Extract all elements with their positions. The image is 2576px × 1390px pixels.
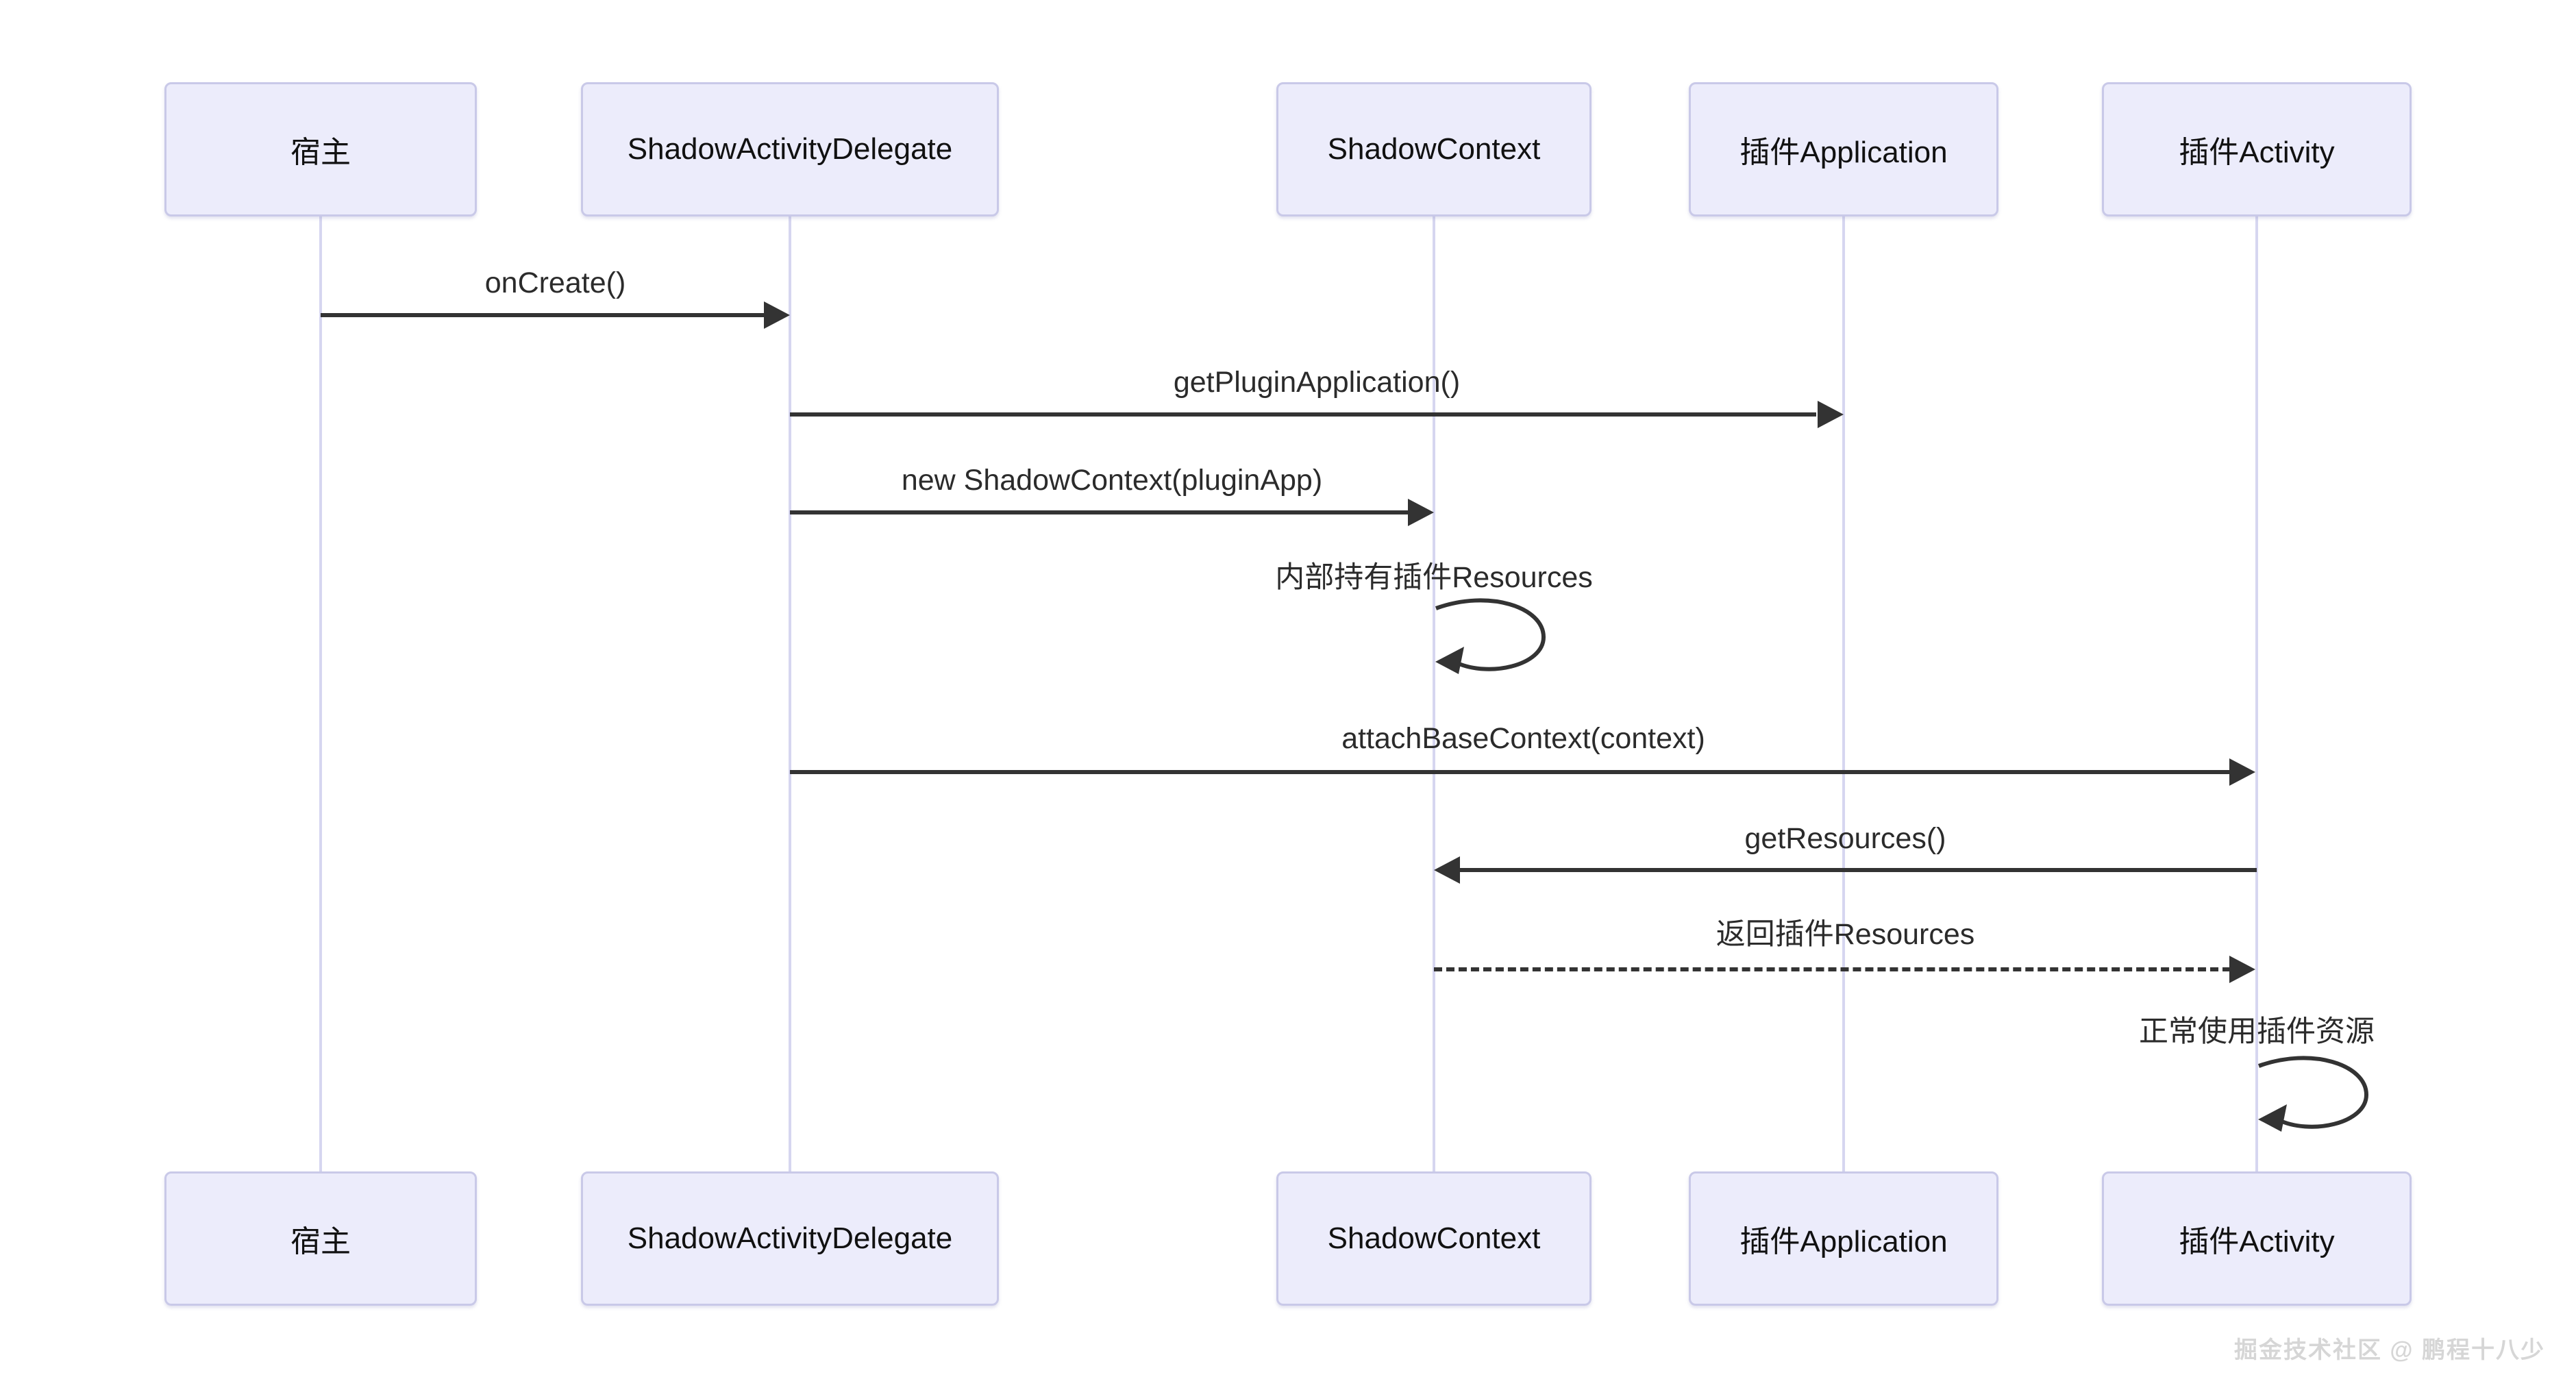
actor-label: 宿主	[290, 136, 351, 169]
self-loop-arrow-icon	[1435, 598, 1546, 674]
message-label-attach-base-context: attachBaseContext(context)	[1341, 722, 1705, 755]
message-label-return-plugin-resources: 返回插件Resources	[1716, 918, 1975, 951]
arrowhead-left-icon	[1434, 856, 1460, 884]
lifeline-host	[319, 216, 322, 1171]
message-label-oncreate: onCreate()	[484, 266, 626, 299]
actor-box-plugin-activity-top: 插件Activity	[2102, 82, 2412, 216]
message-arrow-return-plugin-resources	[1434, 967, 2231, 971]
actor-box-delegate-bottom: ShadowActivityDelegate	[581, 1171, 999, 1306]
actor-box-host-top: 宿主	[164, 82, 477, 216]
message-arrow-get-plugin-application	[790, 412, 1816, 417]
actor-label: 插件Application	[1739, 1225, 1948, 1258]
lifeline-plugin-application	[1842, 216, 1845, 1171]
actor-box-host-bottom: 宿主	[164, 1171, 477, 1306]
lifeline-plugin-activity	[2255, 216, 2258, 1171]
actor-label: 插件Activity	[2179, 136, 2335, 169]
actor-label: 插件Application	[1739, 136, 1948, 169]
message-label-get-plugin-application: getPluginApplication()	[1173, 366, 1461, 399]
message-label-get-resources: getResources()	[1744, 822, 1946, 855]
arrowhead-right-icon	[2229, 956, 2255, 983]
arrowhead-right-icon	[1408, 499, 1434, 526]
actor-label: ShadowActivityDelegate	[627, 132, 953, 166]
message-arrow-new-shadow-context	[790, 510, 1408, 514]
actor-box-shadow-context-bottom: ShadowContext	[1276, 1171, 1592, 1306]
actor-label: 插件Activity	[2179, 1225, 2335, 1258]
message-label-new-shadow-context: new ShadowContext(pluginApp)	[901, 464, 1323, 497]
lifeline-delegate	[789, 216, 791, 1171]
message-arrow-attach-base-context	[790, 770, 2231, 774]
actor-box-delegate-top: ShadowActivityDelegate	[581, 82, 999, 216]
actor-label: ShadowContext	[1327, 132, 1541, 166]
message-arrow-oncreate	[321, 313, 767, 317]
actor-label: 宿主	[290, 1225, 351, 1258]
actor-box-shadow-context-top: ShadowContext	[1276, 82, 1592, 216]
message-label-use-plugin-resources: 正常使用插件资源	[2139, 1015, 2375, 1048]
actor-label: ShadowContext	[1327, 1221, 1541, 1255]
arrowhead-right-icon	[2229, 758, 2255, 786]
lifeline-shadow-context	[1433, 216, 1435, 1171]
actor-box-plugin-activity-bottom: 插件Activity	[2102, 1171, 2412, 1306]
message-label-hold-plugin-resources: 内部持有插件Resources	[1275, 561, 1593, 594]
watermark-text: 掘金技术社区 @ 鹏程十八少	[2233, 1337, 2545, 1363]
actor-label: ShadowActivityDelegate	[627, 1221, 953, 1255]
arrowhead-right-icon	[1818, 401, 1844, 428]
message-arrow-get-resources	[1459, 868, 2257, 872]
actor-box-plugin-application-top: 插件Application	[1689, 82, 1998, 216]
arrowhead-right-icon	[764, 301, 790, 329]
self-loop-arrow-icon	[2257, 1056, 2369, 1132]
actor-box-plugin-application-bottom: 插件Application	[1689, 1171, 1998, 1306]
